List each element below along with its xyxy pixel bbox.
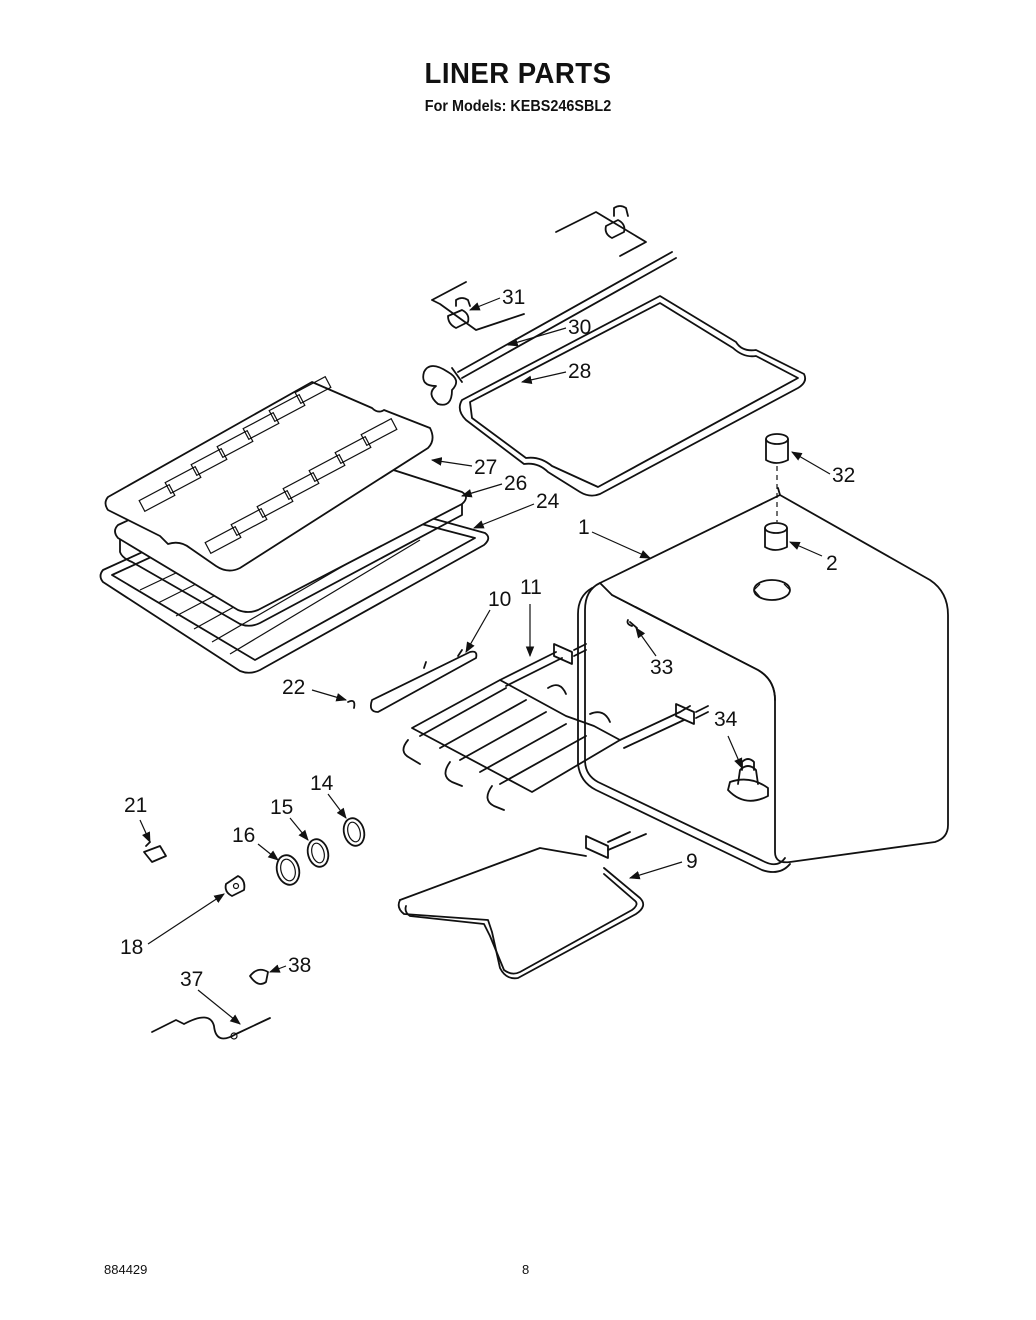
callout-27: 27 bbox=[474, 456, 497, 479]
callout-37: 37 bbox=[180, 968, 203, 991]
model-subtitle: For Models: KEBS246SBL2 bbox=[424, 98, 612, 115]
callout-33: 33 bbox=[650, 656, 673, 679]
callout-31: 31 bbox=[502, 286, 525, 309]
callout-15: 15 bbox=[270, 796, 293, 819]
callout-10: 10 bbox=[488, 588, 511, 611]
callout-labels: 31 30 28 27 26 24 32 1 2 11 10 33 22 34 … bbox=[120, 286, 855, 991]
rod-part bbox=[422, 251, 677, 406]
document-code: 884429 bbox=[104, 1262, 148, 1277]
clip-38-part bbox=[249, 968, 269, 985]
callout-34: 34 bbox=[714, 708, 738, 731]
callout-11: 11 bbox=[520, 576, 542, 599]
callout-30: 30 bbox=[568, 316, 591, 339]
page-number: 8 bbox=[522, 1262, 530, 1277]
top-bracket-part bbox=[555, 205, 647, 257]
callout-1: 1 bbox=[578, 516, 590, 539]
clip-18-part bbox=[224, 875, 246, 897]
heating-element-part bbox=[402, 643, 709, 811]
oven-liner-part bbox=[577, 433, 949, 873]
callout-32: 32 bbox=[832, 464, 855, 487]
clip-22-part bbox=[347, 699, 356, 709]
rings-parts bbox=[275, 817, 366, 886]
bake-element-part bbox=[397, 831, 647, 980]
broil-grid-part bbox=[104, 375, 434, 572]
callout-26: 26 bbox=[504, 472, 527, 495]
callout-38: 38 bbox=[288, 954, 311, 977]
callout-22: 22 bbox=[282, 676, 305, 699]
clip-21-part bbox=[143, 841, 167, 863]
callout-28: 28 bbox=[568, 360, 591, 383]
page-title: LINER PARTS bbox=[424, 58, 612, 90]
leader-lines bbox=[139, 297, 831, 1025]
callout-21: 21 bbox=[124, 794, 147, 817]
callout-9: 9 bbox=[686, 850, 698, 873]
callout-24: 24 bbox=[536, 490, 560, 513]
gasket-part bbox=[458, 295, 807, 497]
callout-16: 16 bbox=[232, 824, 255, 847]
reflector-part bbox=[369, 649, 478, 713]
bracket-part bbox=[431, 281, 525, 331]
callout-14: 14 bbox=[310, 772, 334, 795]
wire-37-part bbox=[151, 1016, 271, 1040]
callout-2: 2 bbox=[826, 552, 838, 575]
callout-18: 18 bbox=[120, 936, 143, 959]
